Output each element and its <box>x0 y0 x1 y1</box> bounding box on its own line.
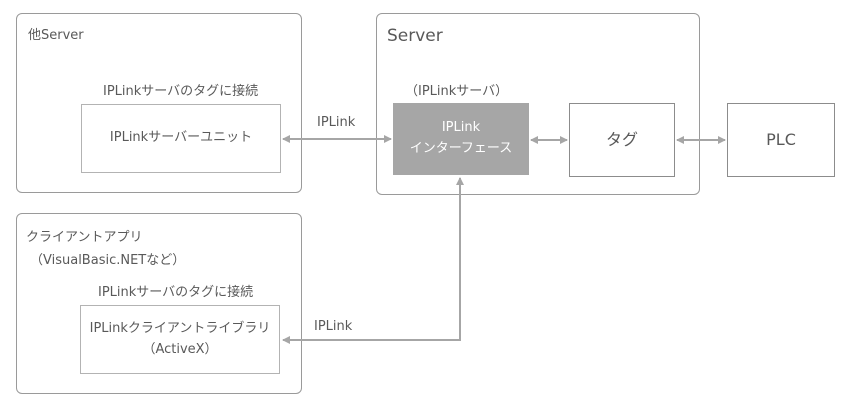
server-caption: （IPLinkサーバ） <box>405 84 509 99</box>
plc-label: PLC <box>766 130 796 150</box>
library-interface-connector <box>282 177 464 344</box>
iplink-client-library-line1: IPLinkクライアントライブラリ <box>89 320 271 336</box>
plc-box: PLC <box>727 103 835 177</box>
other-server-caption: IPLinkサーバのタグに接続 <box>103 84 259 99</box>
tag-box: タグ <box>569 103 675 177</box>
server-title: Server <box>387 26 443 46</box>
client-app-caption: IPLinkサーバのタグに接続 <box>98 285 254 300</box>
iplink-interface-box: IPLink インターフェース <box>393 103 529 175</box>
client-app-subtitle: （VisualBasic.NETなど） <box>30 253 186 268</box>
iplink-client-library-line2: （ActiveX） <box>142 341 218 357</box>
iplink-server-unit-label: IPLinkサーバーユニット <box>109 130 253 146</box>
iplink-upper-link-label: IPLink <box>317 115 356 130</box>
iplink-client-library: IPLinkクライアントライブラリ （ActiveX） <box>80 305 280 374</box>
iplink-interface-line2: インターフェース <box>409 141 513 156</box>
tag-label: タグ <box>605 130 638 150</box>
client-app-title: クライアントアプリ <box>26 230 143 245</box>
other-server-title: 他Server <box>28 28 84 43</box>
iplink-interface-line1: IPLink <box>441 120 481 136</box>
iplink-server-unit: IPLinkサーバーユニット <box>81 104 281 173</box>
